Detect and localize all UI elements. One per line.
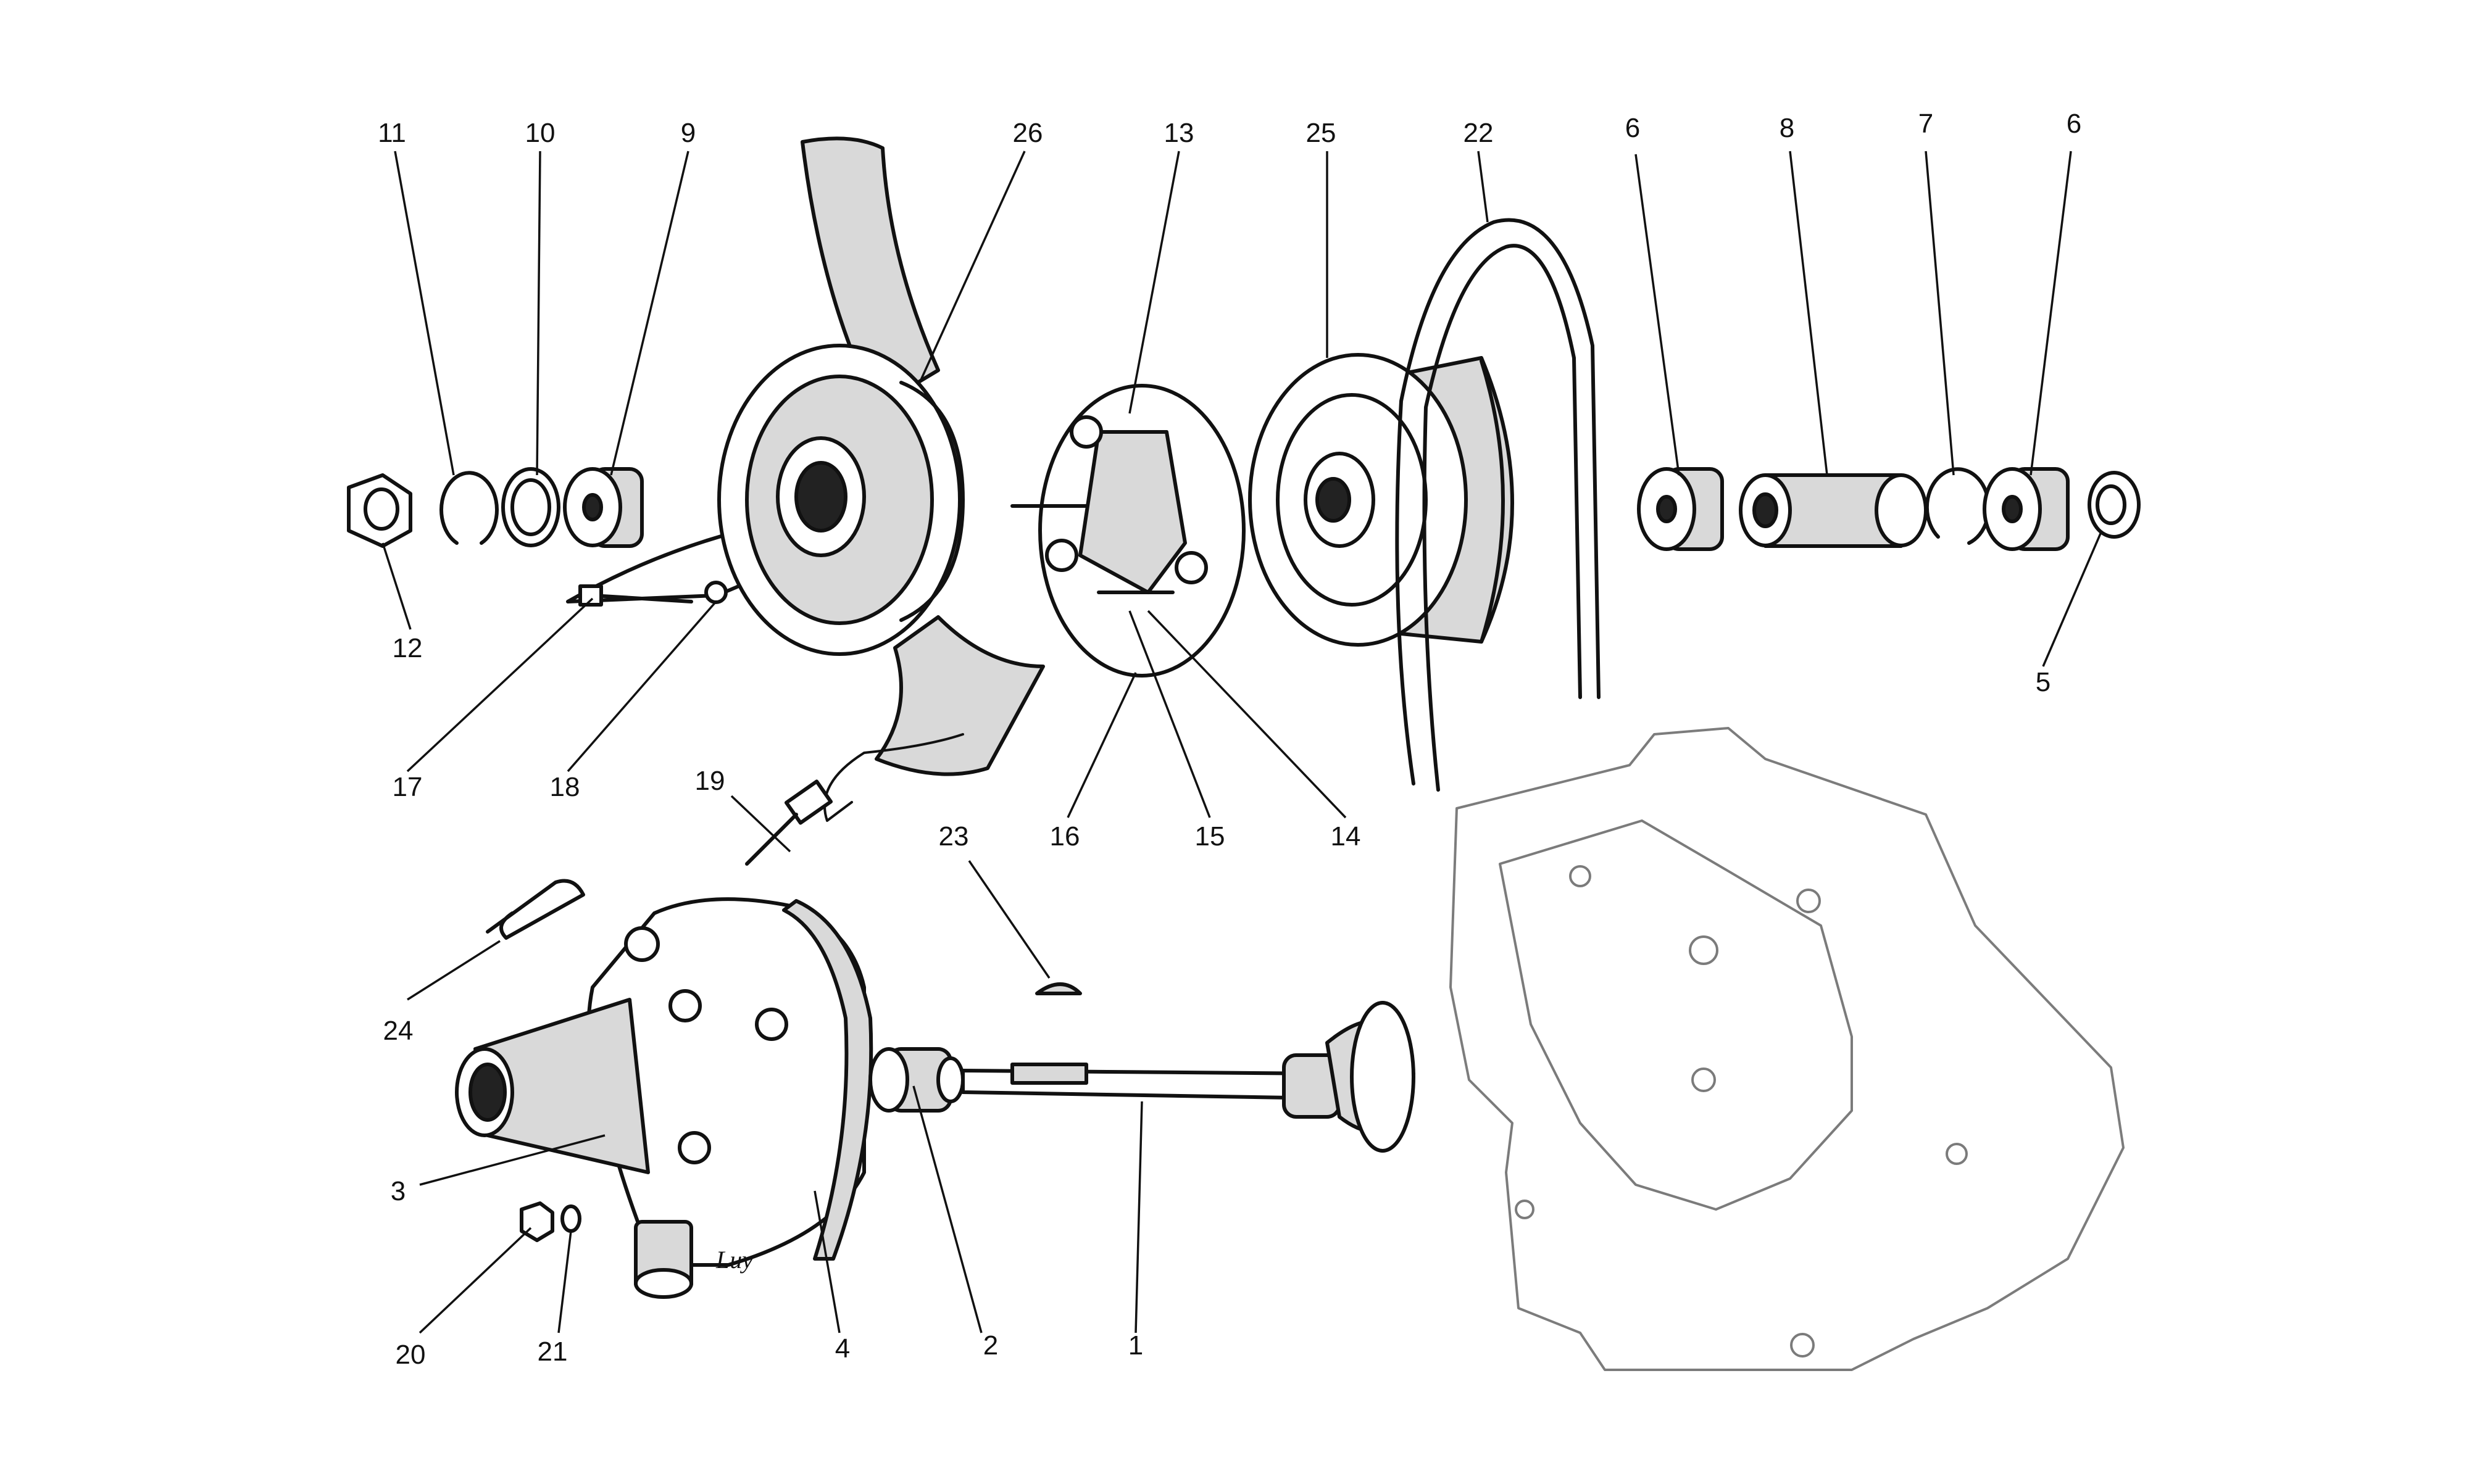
seal-5: [2088, 471, 2141, 539]
washer-10: [501, 467, 560, 547]
callout-3: 3: [391, 1176, 406, 1206]
callout-11: 11: [378, 118, 406, 148]
callout-labels: 1 2 3 4 5 6 6 7 8 9 10 11 12 13 14 15 16…: [378, 109, 2081, 1370]
pulley-25: [1248, 353, 1514, 647]
callout-24: 24: [383, 1016, 414, 1046]
callout-9: 9: [681, 118, 696, 148]
bearing-6b: [1983, 467, 2070, 551]
callout-6a: 6: [1625, 113, 1640, 143]
spring-clip-24: [486, 879, 585, 940]
washer-21: [560, 1204, 581, 1233]
callout-4: 4: [835, 1333, 850, 1364]
callout-6b: 6: [2067, 109, 2081, 139]
callout-8: 8: [1780, 113, 1794, 143]
coupling-plate-13: [1010, 384, 1246, 678]
bearing-9: [563, 467, 644, 548]
callout-22: 22: [1463, 118, 1494, 148]
engine-block-outline: [1449, 727, 2125, 1371]
gasket-4: [782, 899, 873, 1261]
pump-housing-3: [455, 897, 866, 1299]
callout-15: 15: [1195, 821, 1225, 852]
callout-19: 19: [695, 766, 725, 796]
callout-20: 20: [396, 1340, 426, 1370]
spacer-tube-8: [1739, 473, 1928, 548]
callout-17: 17: [393, 772, 423, 802]
nut-12: [347, 473, 412, 548]
fan-blades: [566, 136, 1045, 776]
circlip-11: [439, 471, 499, 545]
callout-25: 25: [1306, 118, 1336, 148]
callout-13: 13: [1164, 118, 1194, 148]
callout-16: 16: [1050, 821, 1080, 852]
woodruff-key-23: [1035, 982, 1082, 995]
callout-12: 12: [393, 633, 423, 663]
callout-18: 18: [550, 772, 580, 802]
fan-mount-screw: [578, 581, 728, 607]
callout-14: 14: [1331, 821, 1361, 852]
callout-7: 7: [1918, 109, 1933, 139]
callout-26: 26: [1013, 118, 1043, 148]
pump-shaft-impeller-1: [961, 1001, 1415, 1153]
circlip-7: [1925, 467, 1991, 545]
temperature-sender-19: [745, 733, 964, 866]
pump-seal-2: [868, 1047, 965, 1113]
leader-lines: [381, 151, 2103, 1334]
callout-10: 10: [525, 118, 556, 148]
callout-1: 1: [1128, 1330, 1143, 1361]
callout-21: 21: [538, 1337, 568, 1367]
v-belt-22: [1395, 218, 1601, 792]
bearing-6a: [1637, 467, 1724, 551]
callout-2: 2: [983, 1330, 998, 1361]
nut-20: [520, 1201, 554, 1242]
artist-signature: Luy: [715, 1246, 753, 1274]
callout-5: 5: [2036, 667, 2051, 697]
callout-23: 23: [939, 821, 969, 852]
